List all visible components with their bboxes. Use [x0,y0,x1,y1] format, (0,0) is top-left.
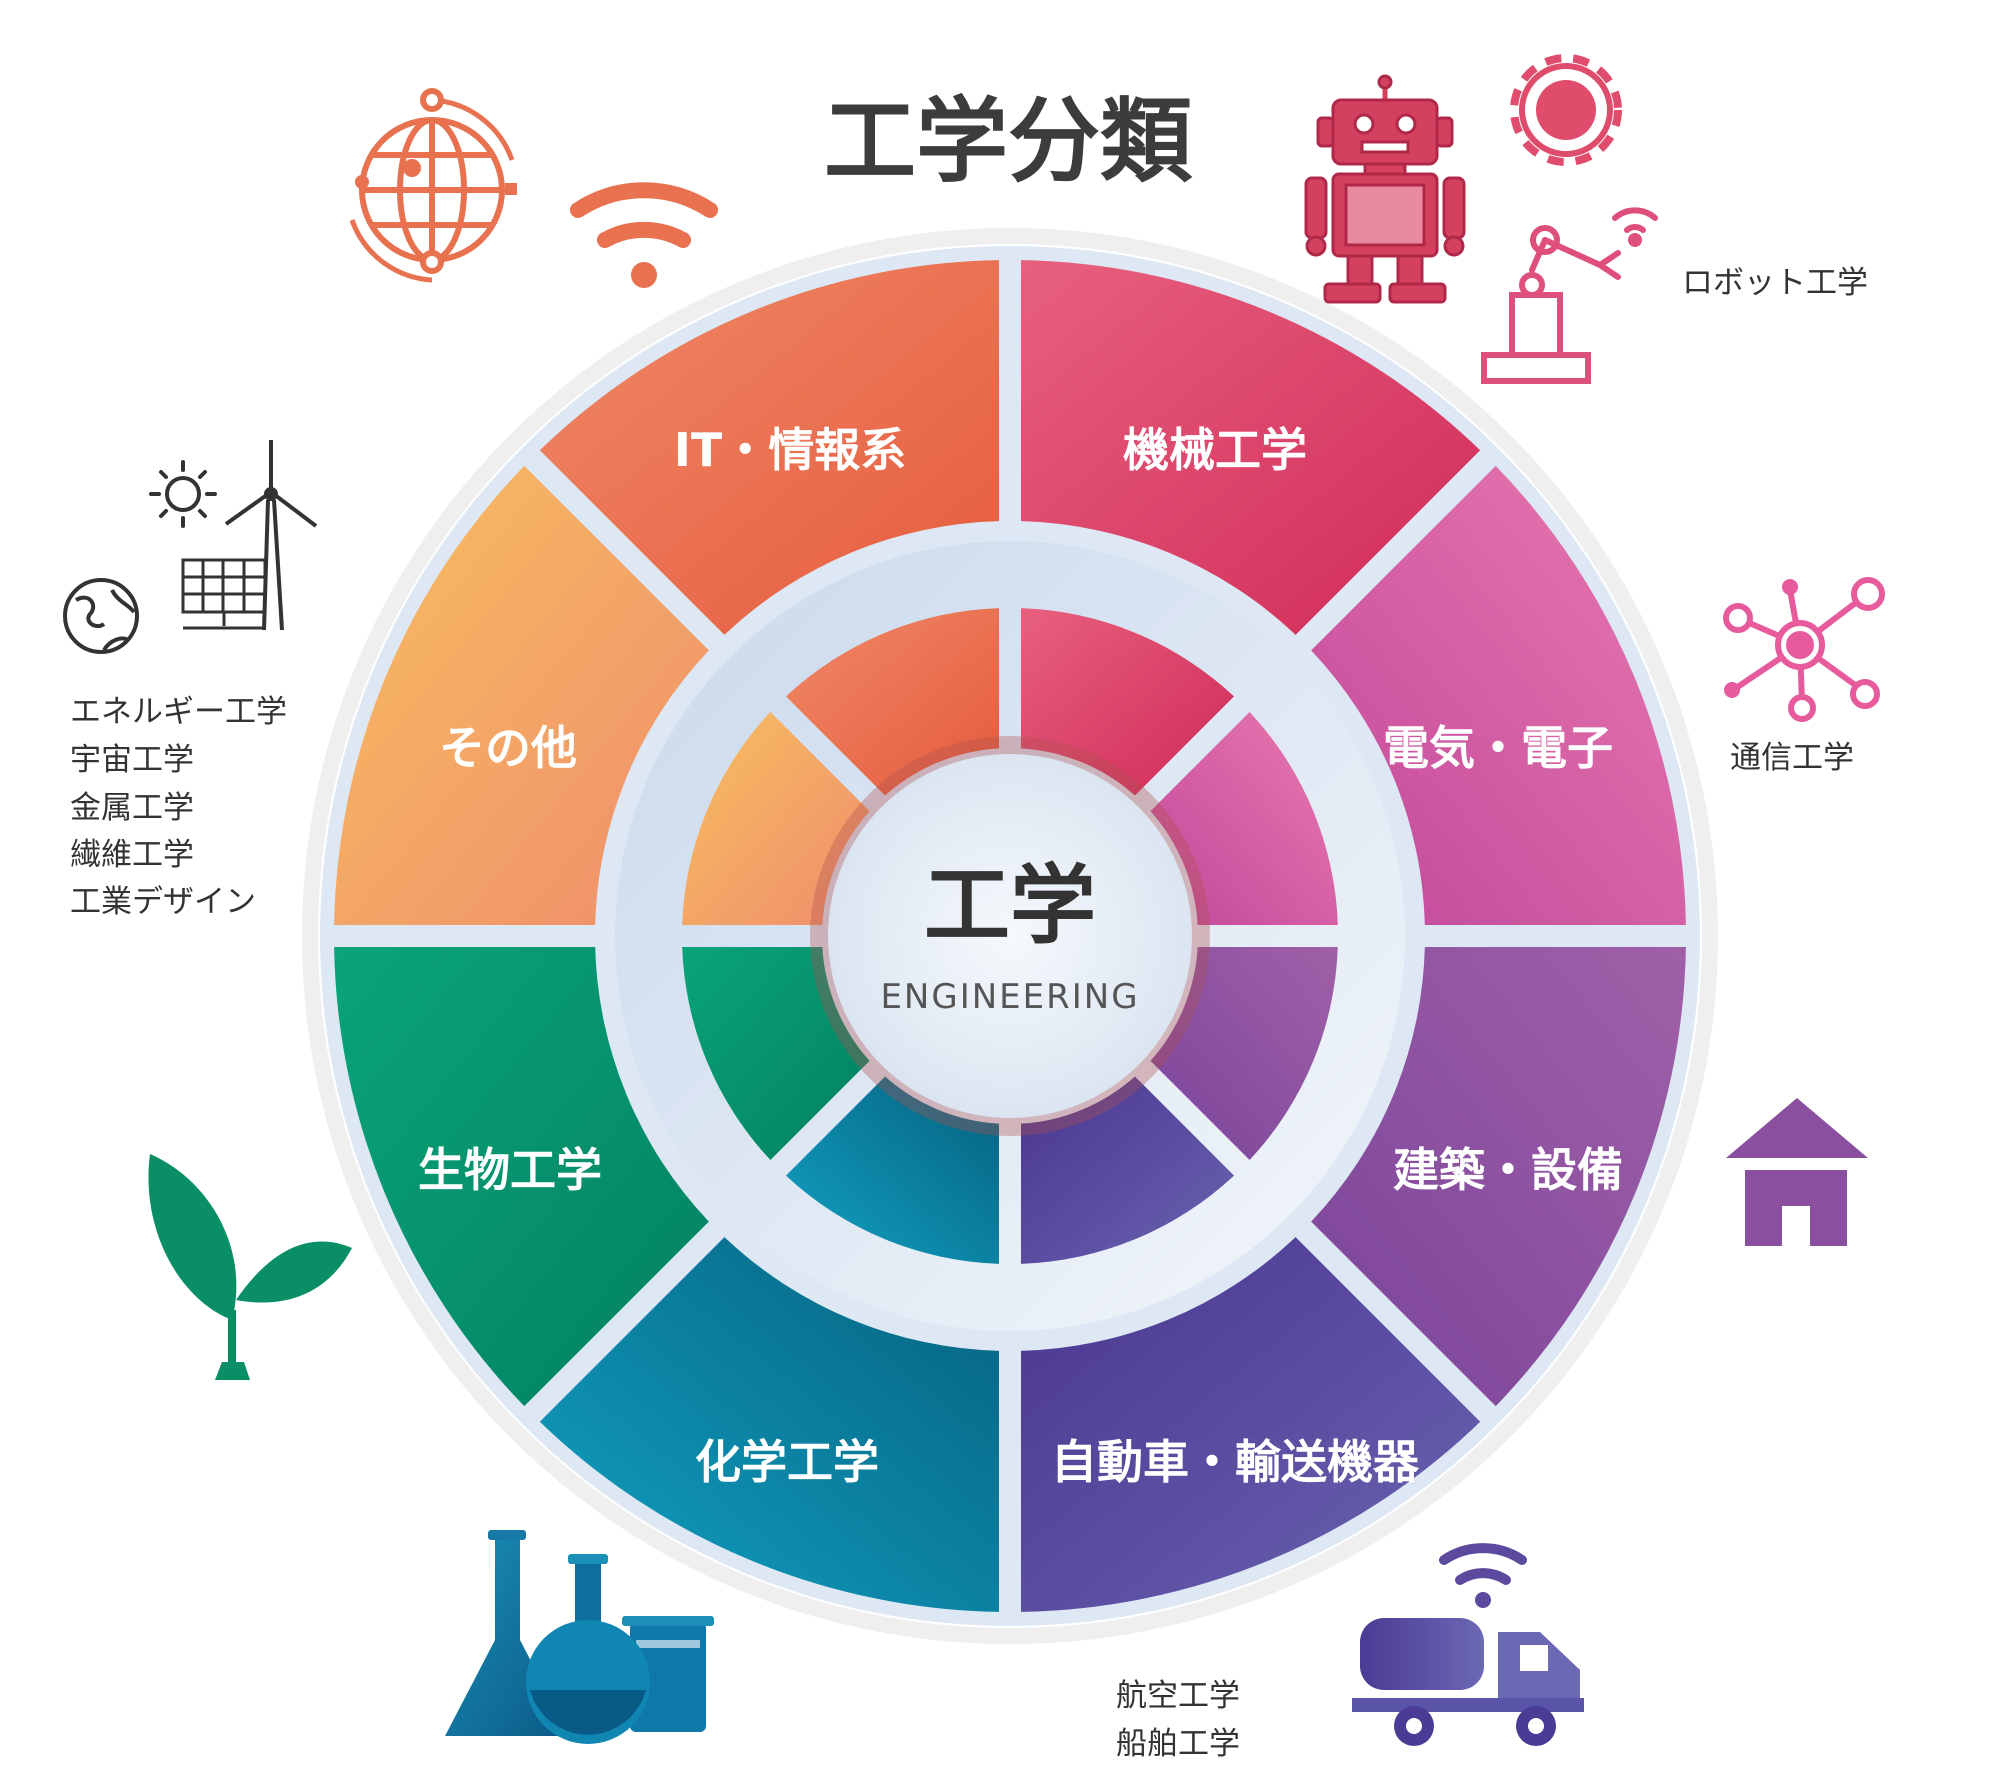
flask-icon [445,1530,714,1744]
label-it: IT・情報系 [674,423,907,477]
segment-automotive [1020,1237,1481,1612]
note-robotics: ロボット工学 [1682,265,1868,301]
wifi-icon-small [1439,1543,1527,1608]
inner-segment-mechanical [1020,608,1235,796]
label-biological: 生物工学 [418,1143,602,1197]
note-space: 宇宙工学 [70,742,194,778]
segment-chemical [539,1237,1000,1612]
label-other: その他 [439,721,577,775]
note-marine: 船舶工学 [1116,1726,1240,1762]
robot-arm-icon [1481,207,1658,384]
plant-icon [148,1154,352,1380]
wind-turbine-icon [224,440,318,631]
earth-icon [63,578,139,654]
robot-icon [1304,74,1466,304]
outer-segments [334,260,1686,1612]
globe-icon [349,88,517,283]
house-icon [1726,1098,1868,1246]
center-title: 工学 [924,856,1096,956]
gear-icon [1510,54,1622,166]
note-design: 工業デザイン [70,884,256,920]
note-energy: エネルギー工学 [70,694,287,730]
truck-icon [1352,1618,1584,1746]
network-icon [1723,577,1885,722]
label-electrical: 電気・電子 [1383,721,1613,775]
segment-other [334,465,709,926]
label-architecture: 建築・設備 [1393,1143,1623,1197]
segment-biological [334,946,709,1407]
inner-segment-electrical [1150,711,1338,926]
sun-icon [149,460,217,528]
segment-mechanical [1020,260,1481,635]
inner-segment-automotive [1020,1076,1235,1264]
segment-electrical [1311,465,1686,926]
label-mechanical: 機械工学 [1123,423,1307,477]
wifi-icon [570,182,718,288]
hub [828,754,1192,1118]
page-title: 工学分類 [824,88,1193,195]
outer-ring [302,228,1718,1644]
label-chemical: 化学工学 [695,1435,879,1489]
segment-it [539,260,1000,635]
center-subtitle: ENGINEERING [880,977,1139,1017]
segment-architecture [1311,946,1686,1407]
inner-segment-it [785,608,1000,796]
inner-segment-chemical [785,1076,1000,1264]
note-textile: 繊維工学 [70,837,194,873]
note-metal: 金属工学 [70,790,194,826]
inner-segment-architecture [1150,946,1338,1161]
note-communications: 通信工学 [1730,740,1854,776]
inner-segment-biological [682,946,870,1161]
solar-panel-icon [181,558,267,630]
label-automotive: 自動車・輸送機器 [1051,1435,1420,1489]
inner-segments [682,608,1338,1264]
inner-segment-other [682,711,870,926]
note-aero: 航空工学 [1116,1678,1240,1714]
